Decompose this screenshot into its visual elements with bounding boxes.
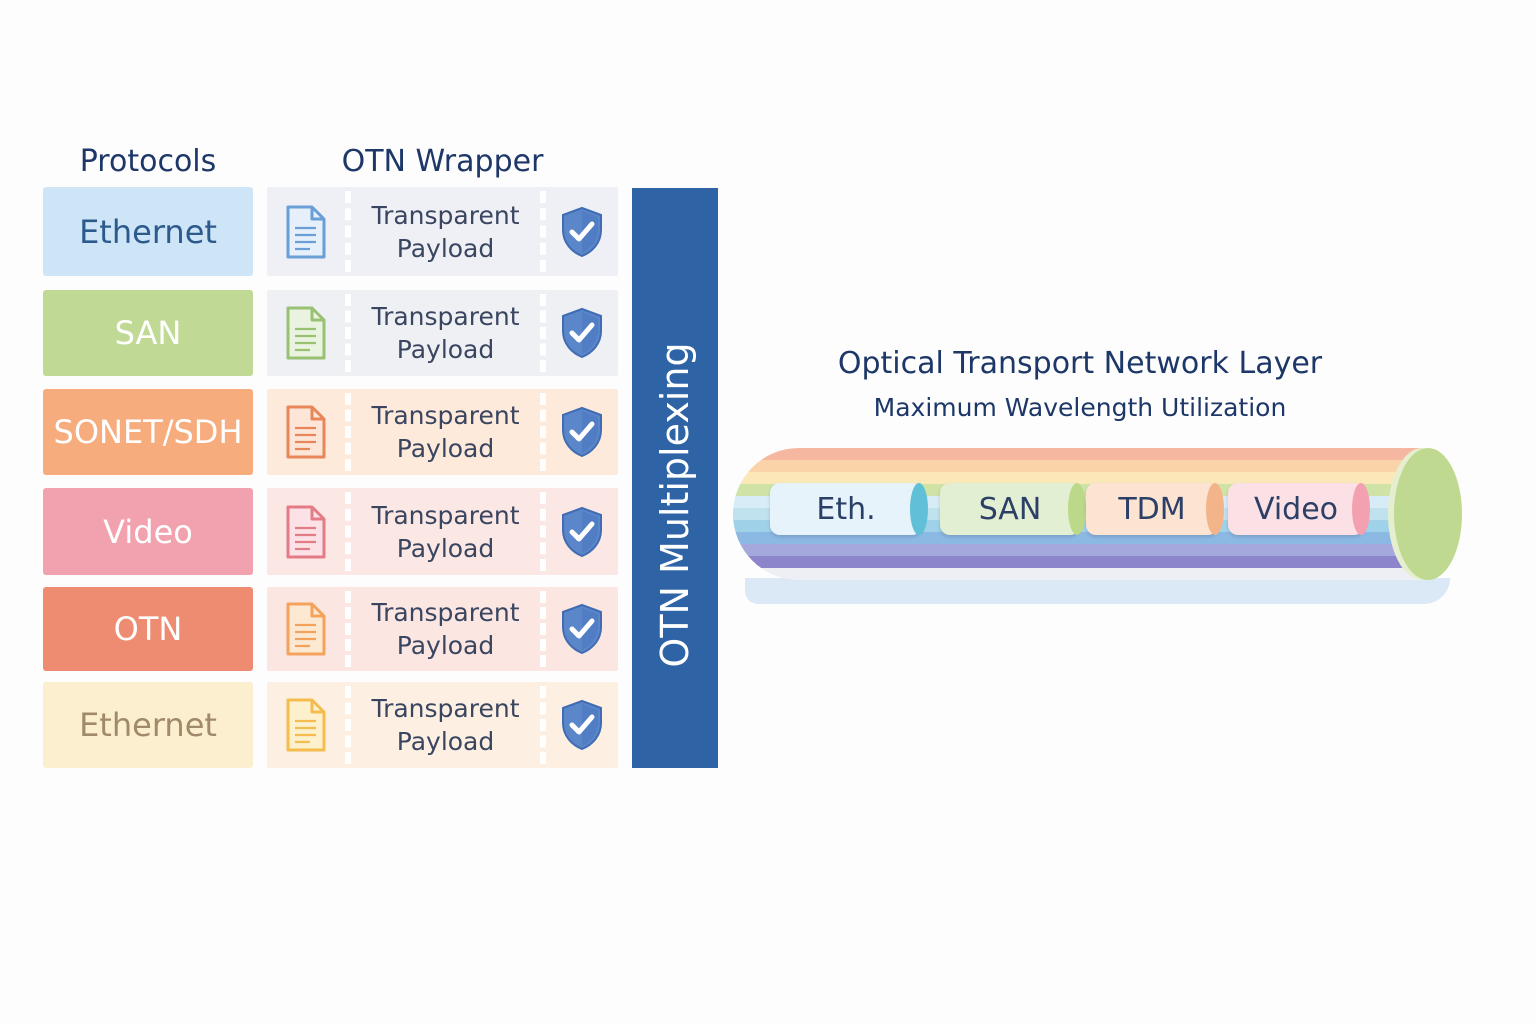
protocol-ethernet: Ethernet [43,682,253,768]
payload-line-2: Payload [396,727,495,756]
wrapper-divider [540,591,546,667]
tributary-video: Video [1228,483,1370,535]
document-icon [267,204,345,260]
tributary-end-cap [1352,483,1370,535]
tributary-end-cap [1068,483,1086,535]
fiber-wavelength-stripe [733,472,1423,484]
wrapper-divider [540,191,546,272]
wrapper-divider [345,686,351,764]
payload-line-2: Payload [396,533,495,563]
otn-wrapper-header: OTN Wrapper [341,144,544,179]
document-icon [267,601,345,657]
fiber-end-cap [1394,448,1462,580]
shield-check-icon [546,603,618,655]
tributary-end-cap [910,483,928,535]
shield-check-icon [546,307,618,359]
fiber-wavelength-stripe [733,544,1423,556]
wrapper-divider [540,686,546,764]
fiber-wavelength-stripe [733,568,1423,580]
wrapper-divider [540,492,546,571]
tributary-label: SAN [978,491,1042,527]
document-icon [267,404,345,460]
wrapper-divider [540,294,546,372]
wrapper-divider [540,393,546,471]
payload-line-2: Payload [396,233,495,263]
wrapper-divider [345,191,351,272]
payload-line-1: Transparent [371,401,520,430]
shield-check-icon [546,699,618,751]
wrapper-divider [345,492,351,571]
protocol-ethernet: Ethernet [43,187,253,276]
protocol-sonet-sdh: SONET/SDH [43,389,253,475]
payload-line-2: Payload [396,631,495,660]
protocol-otn: OTN [43,587,253,671]
document-icon [267,504,345,560]
wrapper-divider [345,591,351,667]
tributary-san: SAN [940,483,1086,535]
payload-line-1: Transparent [371,200,520,230]
shield-check-icon [546,506,618,558]
document-icon [267,305,345,361]
network-layer-subtitle: Maximum Wavelength Utilization [873,393,1287,422]
fiber-shadow [745,578,1450,604]
network-layer-title: Optical Transport Network Layer [837,346,1323,381]
fiber-wavelength-stripe [733,532,1423,544]
protocol-video: Video [43,488,253,575]
payload-line-1: Transparent [371,598,520,627]
wrapper-divider [345,393,351,471]
tributary-label: TDM [1118,491,1186,527]
payload-line-2: Payload [396,335,495,364]
payload-line-1: Transparent [371,694,520,723]
fiber-wavelength-stripe [733,448,1423,460]
payload-line-1: Transparent [371,500,520,530]
protocols-header: Protocols [79,144,217,179]
otn-multiplexing-bar [632,188,718,768]
wrapper-divider [345,294,351,372]
fiber-wavelength-stripe [733,556,1423,568]
tributary-tdm: TDM [1086,483,1224,535]
shield-check-icon [546,406,618,458]
protocol-san: SAN [43,290,253,376]
document-icon [267,697,345,753]
otn-multiplexing-label: OTN Multiplexing [653,342,697,668]
payload-line-1: Transparent [371,302,520,331]
tributary-eth: Eth. [770,483,928,535]
payload-line-2: Payload [396,434,495,463]
tributary-label: Eth. [816,491,876,527]
tributary-end-cap [1206,483,1224,535]
fiber-wavelength-stripe [733,460,1423,472]
tributary-label: Video [1253,491,1339,527]
shield-check-icon [546,206,618,258]
